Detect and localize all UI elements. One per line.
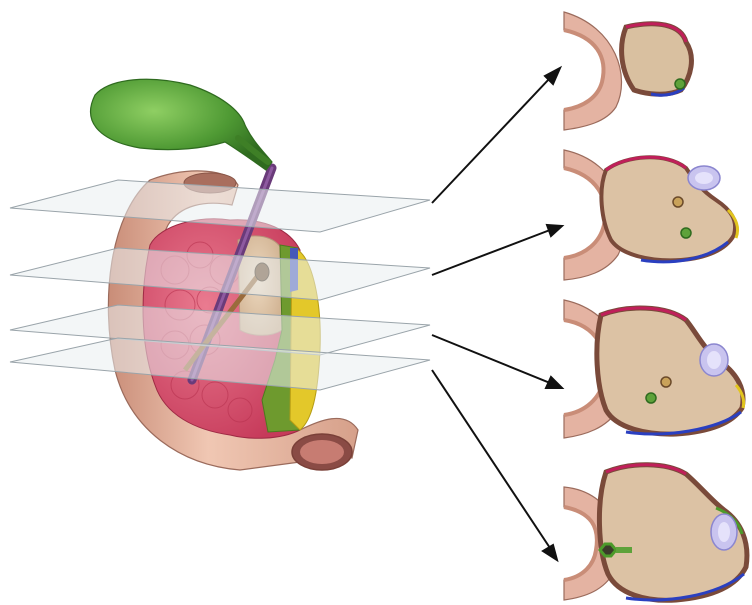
cross-section-2 <box>564 150 738 280</box>
arrow-to-section-3 <box>432 335 550 383</box>
cutting-planes <box>10 180 430 390</box>
bile-duct-section <box>675 79 685 89</box>
arrow-to-section-2 <box>432 230 550 275</box>
arrow-to-section-1 <box>432 78 550 203</box>
pancreatic-duct-section <box>673 197 683 207</box>
arrows <box>432 68 562 560</box>
bile-duct-section <box>646 393 656 403</box>
cross-section-1 <box>564 12 691 130</box>
cutting-plane-2 <box>10 248 430 300</box>
cross-section-3 <box>564 300 744 438</box>
cutting-plane-1 <box>10 180 430 232</box>
organ-illustration <box>10 79 430 470</box>
gallbladder <box>91 79 272 170</box>
pancreatic-duct-section <box>661 377 671 387</box>
cross-section-4 <box>564 465 747 601</box>
section-duodenum-wall <box>564 12 622 130</box>
bile-duct-section <box>681 228 691 238</box>
arrow-to-section-4 <box>432 370 550 548</box>
